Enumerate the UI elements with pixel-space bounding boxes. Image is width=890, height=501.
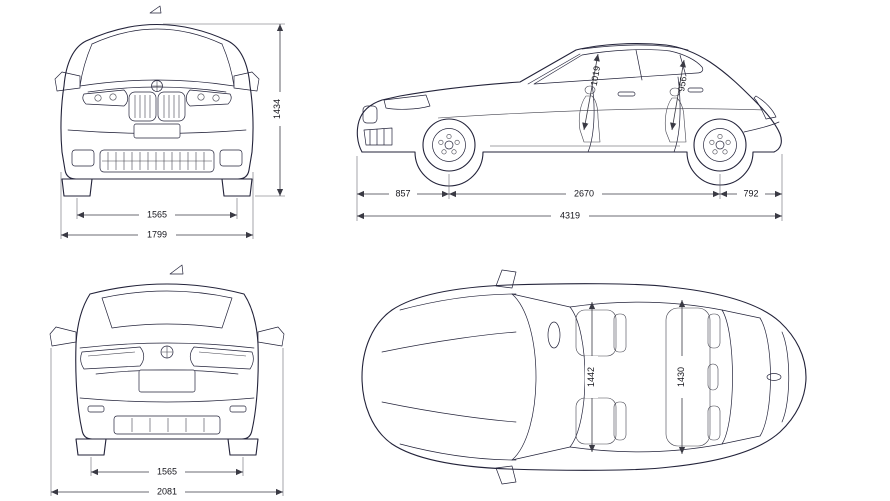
taillights [80, 346, 254, 370]
front-view-panel: 1434 1565 1799 [22, 0, 302, 246]
side-view-panel: 1019 956 857 2670 792 4319 [330, 0, 875, 240]
right-mirror [233, 71, 260, 92]
side-headlight [383, 94, 431, 110]
rear-track-label: 1565 [157, 466, 177, 476]
front-car-body [54, 5, 260, 197]
rear-window [721, 309, 771, 445]
mirror-width-label: 2081 [157, 486, 177, 496]
antenna-fin-icon [149, 5, 162, 14]
front-seats [575, 309, 627, 445]
rear-diffuser [113, 415, 221, 435]
front-wheel [422, 118, 476, 172]
top-view-drawing: 1442 1430 [361, 269, 807, 485]
right-reflector [229, 405, 247, 413]
rear-wheel [693, 118, 747, 172]
rear-window [101, 290, 233, 329]
side-dimensions: 1019 956 857 2670 792 4319 [356, 53, 783, 222]
rear-bench-seat [665, 307, 721, 447]
interior-width-rear-label: 1430 [676, 367, 686, 387]
right-mirror [495, 465, 517, 485]
rear-view-panel: 1565 2081 [22, 252, 312, 501]
right-mirror [257, 326, 285, 347]
interior-width-front-label: 1442 [586, 367, 596, 387]
left-mirror [495, 269, 517, 289]
brand-roundel-icon [151, 80, 163, 92]
antenna-fin-icon [766, 373, 782, 381]
side-car-body [356, 43, 782, 187]
front-dimensions: 1434 1565 1799 [60, 23, 285, 241]
top-dimensions: 1442 1430 [585, 300, 688, 454]
front-door-handle [617, 91, 636, 97]
kidney-grille-icon [128, 91, 186, 122]
brand-roundel-icon [160, 345, 174, 359]
left-mirror [49, 326, 77, 347]
front-view-drawing: 1434 1565 1799 [54, 5, 285, 241]
side-grille [362, 105, 378, 124]
front-height-label: 1434 [272, 99, 282, 119]
steering-wheel [547, 321, 561, 349]
left-mirror [54, 71, 81, 92]
rear-dimensions: 1565 2081 [50, 348, 284, 498]
wheelbase-label: 2670 [574, 188, 594, 198]
top-view-panel: 1442 1430 [330, 252, 840, 501]
rear-view-drawing: 1565 2081 [49, 264, 285, 498]
rear-car-body [49, 264, 285, 456]
rear-door-handle [687, 87, 704, 93]
cabin-front-label: 1019 [589, 65, 602, 86]
overall-length-label: 4319 [560, 210, 580, 220]
rear-wheels [75, 438, 259, 456]
front-track-label: 1565 [147, 209, 167, 219]
windshield-base [511, 293, 537, 461]
antenna-fin-icon [169, 264, 184, 275]
side-taillight [753, 95, 777, 120]
interior-seats [578, 85, 687, 143]
top-car-body [361, 269, 807, 485]
rear-overhang-label: 792 [743, 188, 758, 198]
left-reflector [87, 405, 105, 413]
front-bumper-intakes [71, 149, 243, 173]
cabin-rear-label: 956 [676, 76, 688, 93]
side-view-drawing: 1019 956 857 2670 792 4319 [356, 43, 783, 222]
front-wheels [61, 178, 253, 197]
license-plate [138, 369, 196, 393]
front-width-label: 1799 [147, 229, 167, 239]
front-overhang-label: 857 [395, 188, 410, 198]
license-plate [133, 123, 181, 139]
headlights [82, 89, 232, 107]
side-glasshouse [533, 49, 704, 85]
